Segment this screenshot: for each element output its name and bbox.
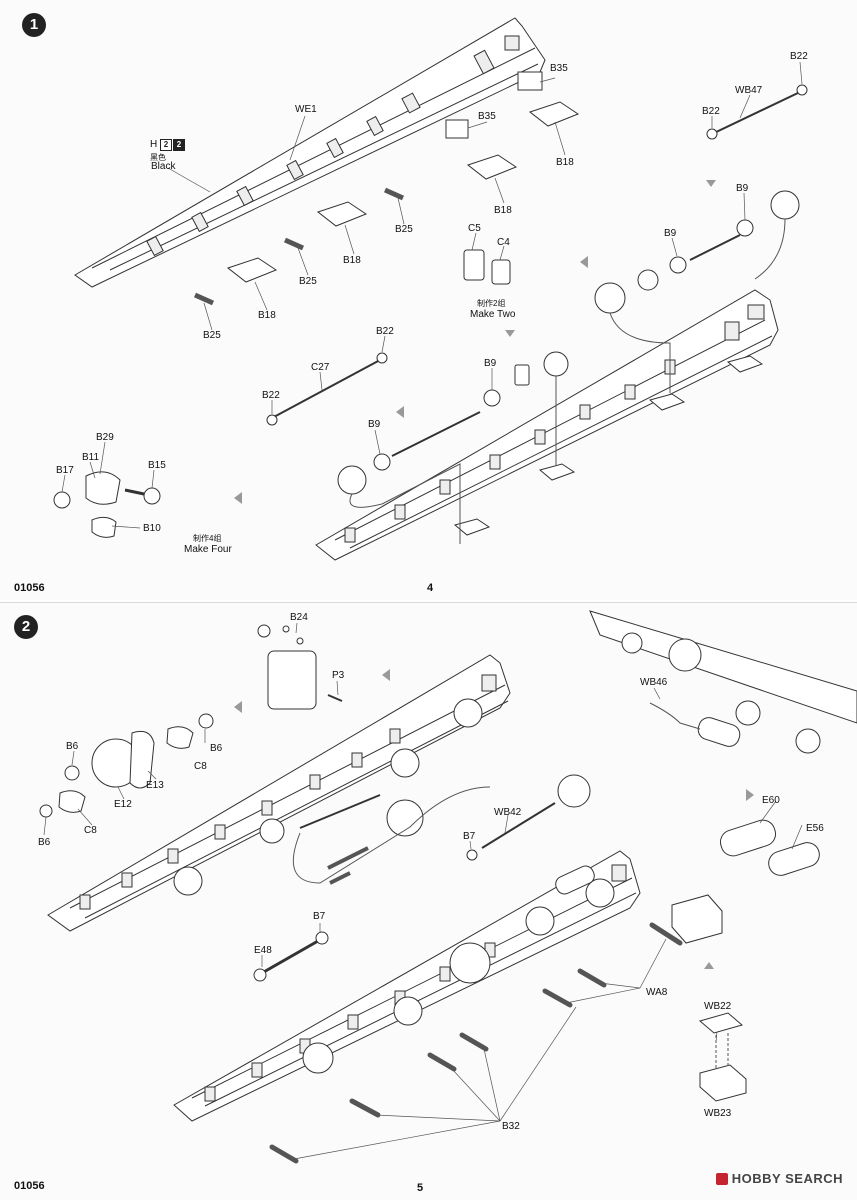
- part-label-e60: E60: [762, 795, 780, 806]
- part-label-b9: B9: [664, 228, 677, 239]
- part-label-c27: C27: [311, 362, 330, 373]
- part-label-c8: C8: [194, 761, 207, 772]
- step-2-drawing: [39, 610, 857, 1164]
- part-label-b22: B22: [262, 390, 280, 401]
- part-label-b15: B15: [148, 460, 166, 471]
- part-label-b6: B6: [38, 837, 51, 848]
- part-label-b7: B7: [463, 831, 476, 842]
- watermark: HOBBY SEARCH: [715, 1171, 843, 1186]
- part-label-b25: B25: [203, 330, 221, 341]
- part-label-b18: B18: [343, 255, 361, 266]
- part-label-b6: B6: [66, 741, 79, 752]
- part-label-c4: C4: [497, 237, 510, 248]
- part-label-e48: E48: [254, 945, 272, 956]
- part-label-b9: B9: [736, 183, 749, 194]
- part-label-p3: P3: [332, 670, 345, 681]
- part-label-wb42: WB42: [494, 807, 522, 818]
- make-two-cn: 制作2组: [477, 299, 506, 308]
- part-label-e12: E12: [114, 799, 132, 810]
- part-label-e13: E13: [146, 780, 164, 791]
- part-label-b11: B11: [82, 452, 100, 463]
- part-label-b10: B10: [143, 523, 161, 534]
- page-number: 4: [427, 582, 434, 594]
- part-label-b35: B35: [478, 111, 496, 122]
- color-name-en: Black: [151, 161, 176, 172]
- step-1-sheet: 1 H 2 2 黑色 Black WE1 B35 B35 B18 B18 B18…: [14, 13, 808, 594]
- part-label-b18: B18: [258, 310, 276, 321]
- part-label-b9: B9: [484, 358, 497, 369]
- part-label-b7: B7: [313, 911, 326, 922]
- part-label-wb23: WB23: [704, 1108, 732, 1119]
- step-2-number: 2: [14, 615, 38, 639]
- make-two-en: Make Two: [470, 309, 516, 320]
- color-code-box-b: 2: [173, 139, 185, 151]
- make-four-en: Make Four: [184, 544, 232, 555]
- color-name-cn: 黑色: [150, 153, 166, 162]
- color-callout-letter: H: [150, 139, 158, 150]
- part-label-wb47: WB47: [735, 85, 763, 96]
- watermark-text: HOBBY SEARCH: [731, 1171, 843, 1186]
- part-label-b18: B18: [494, 205, 512, 216]
- step-1-drawing: [53, 17, 808, 561]
- part-label-b9: B9: [368, 419, 381, 430]
- part-label-we1: WE1: [295, 104, 317, 115]
- part-label-b18: B18: [556, 157, 574, 168]
- product-code: 01056: [14, 1180, 45, 1192]
- part-label-b17: B17: [56, 465, 74, 476]
- part-label-wb46: WB46: [640, 677, 668, 688]
- part-label-b24: B24: [290, 612, 308, 623]
- product-code: 01056: [14, 582, 45, 594]
- part-label-b29: B29: [96, 432, 114, 443]
- watermark-logo-icon: [715, 1173, 728, 1185]
- part-label-b32: B32: [502, 1121, 520, 1132]
- page-number: 5: [417, 1182, 424, 1194]
- part-label-b25: B25: [299, 276, 317, 287]
- part-label-b6: B6: [210, 743, 223, 754]
- part-label-b22: B22: [376, 326, 394, 337]
- part-label-e56: E56: [806, 823, 824, 834]
- part-label-wb22: WB22: [704, 1001, 732, 1012]
- part-label-b35: B35: [550, 63, 568, 74]
- part-label-b25: B25: [395, 224, 413, 235]
- part-label-b22: B22: [790, 51, 808, 62]
- color-code-box-a: 2: [160, 139, 172, 151]
- step-1-number: 1: [22, 13, 46, 37]
- step-2-sheet: 2 B24 P3 B6 B6 C8 E13 E12 C8 B6 WB46 E60…: [0, 602, 857, 1200]
- part-label-wa8: WA8: [646, 987, 668, 998]
- part-label-c5: C5: [468, 223, 481, 234]
- part-label-b22: B22: [702, 106, 720, 117]
- part-label-c8: C8: [84, 825, 97, 836]
- make-four-cn: 制作4组: [193, 534, 222, 543]
